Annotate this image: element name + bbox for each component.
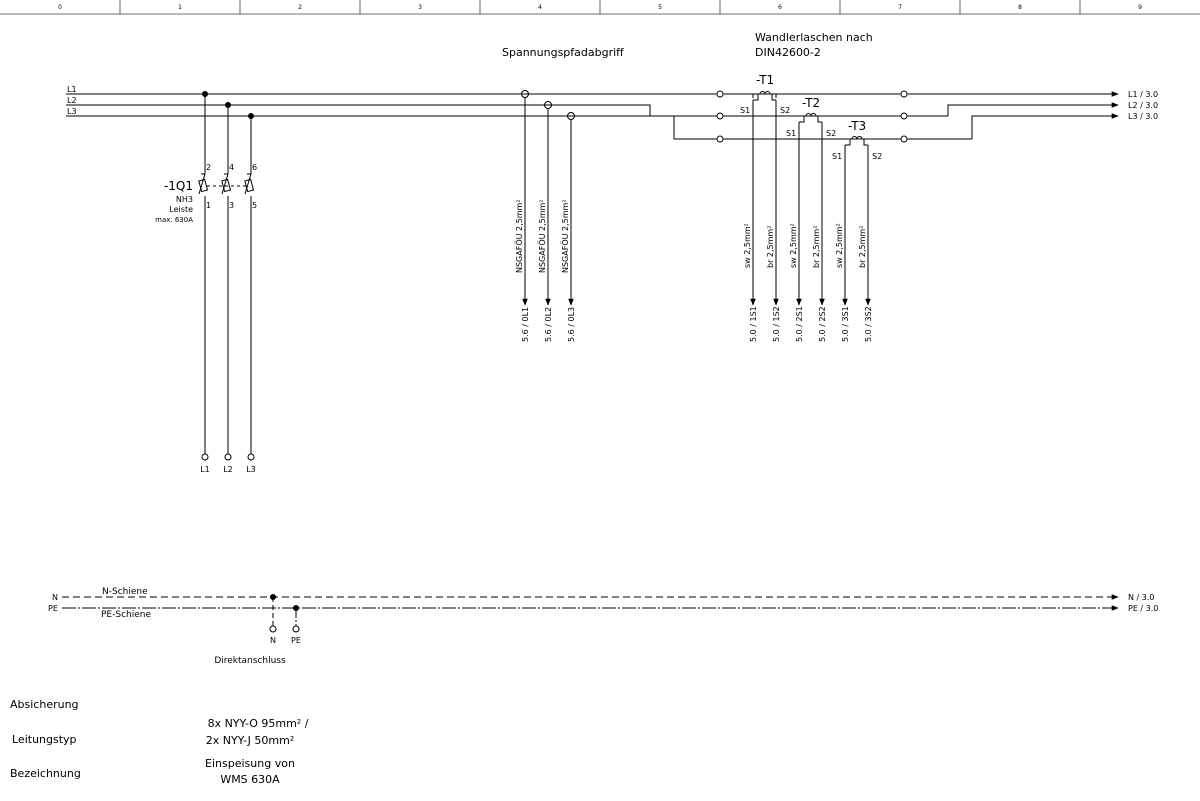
ct-id-t1: -T1 <box>756 73 774 87</box>
busbar-label-l3: L3 <box>67 107 77 116</box>
busbar-label-l2: L2 <box>67 96 77 105</box>
legend-bezeichnung-label: Bezeichnung <box>10 767 81 780</box>
column-label-2: 2 <box>298 4 302 11</box>
legend-bezeichnung-line2: WMS 630A <box>220 773 280 786</box>
terminal-pe: PE <box>291 636 301 645</box>
column-label-9: 9 <box>1138 4 1142 11</box>
column-label-5: 5 <box>658 4 662 11</box>
rail-n-ref: N / 3.0 <box>1128 593 1155 602</box>
direct-connection-label: Direktanschluss <box>214 656 286 666</box>
breaker-kind: Leiste <box>169 205 193 214</box>
ct-t1-s2: S2 <box>780 106 790 115</box>
breaker-out-l3: L3 <box>246 465 256 474</box>
voltage-tap-ref-2: 5.6 / 0L2 <box>544 307 553 342</box>
busbar-terminals <box>716 90 908 143</box>
voltage-tap-wires <box>521 90 575 306</box>
ct-cable-2s2: br 2,5mm² <box>812 226 821 268</box>
ct-cable-1s1: sw 2,5mm² <box>743 223 752 268</box>
rail-pe-ref: PE / 3.0 <box>1128 604 1158 613</box>
ct-ref-3s1: 5.0 / 3S1 <box>841 306 850 342</box>
legend-absicherung-label: Absicherung <box>10 698 79 711</box>
ct-ref-1s1: 5.0 / 1S1 <box>749 306 758 342</box>
breaker-1q1 <box>198 91 255 461</box>
ct-ref-2s2: 5.0 / 2S2 <box>818 306 827 342</box>
column-label-4: 4 <box>538 4 542 11</box>
breaker-out-l2: L2 <box>223 465 233 474</box>
legend-bezeichnung-line1: Einspeisung von <box>205 757 295 770</box>
rail-pe-name: PE-Schiene <box>101 610 151 620</box>
breaker-bot-term-1: 1 <box>206 201 211 210</box>
column-label-6: 6 <box>778 4 782 11</box>
ct-t2-s1: S1 <box>786 129 796 138</box>
ct-t3-s1: S1 <box>832 152 842 161</box>
breaker-id: -1Q1 <box>164 179 193 193</box>
ct-id-t2: -T2 <box>802 96 820 110</box>
column-label-3: 3 <box>418 4 422 11</box>
ct-cable-1s2: br 2,5mm² <box>766 226 775 268</box>
breaker-top-term-6: 6 <box>252 163 257 172</box>
breaker-rating: max. 630A <box>155 216 193 224</box>
breaker-top-term-4: 4 <box>229 163 234 172</box>
busbar-ref-l3: L3 / 3.0 <box>1128 112 1158 121</box>
column-label-8: 8 <box>1018 4 1022 11</box>
n-pe-rails <box>62 594 1119 633</box>
ct-t2-s2: S2 <box>826 129 836 138</box>
breaker-type: NH3 <box>176 195 193 204</box>
breaker-bot-term-5: 5 <box>252 201 257 210</box>
ct-t1-s1: S1 <box>740 106 750 115</box>
rail-pe-left: PE <box>48 604 58 613</box>
ct-id-t3: -T3 <box>848 119 866 133</box>
column-label-7: 7 <box>898 4 902 11</box>
ct-ref-1s2: 5.0 / 1S2 <box>772 306 781 342</box>
busbar-label-l1: L1 <box>67 85 77 94</box>
column-label-1: 1 <box>178 4 182 11</box>
ct-ref-2s1: 5.0 / 2S1 <box>795 306 804 342</box>
current-transformers <box>750 91 871 306</box>
column-label-0: 0 <box>58 4 62 11</box>
voltage-tap-cable-3: NSGAFÖU 2,5mm² <box>560 199 570 273</box>
rail-n-left: N <box>52 593 58 602</box>
voltage-tap-title: Spannungspfadabgriff <box>502 46 624 59</box>
voltage-tap-cable-2: NSGAFÖU 2,5mm² <box>537 199 547 273</box>
legend-leitungstyp-line2: 2x NYY-J 50mm² <box>206 734 295 747</box>
busbar-lines <box>66 91 1119 140</box>
ct-cable-3s2: br 2,5mm² <box>858 226 867 268</box>
busbar-ref-l1: L1 / 3.0 <box>1128 90 1158 99</box>
breaker-top-term-2: 2 <box>206 163 211 172</box>
terminal-n: N <box>270 636 276 645</box>
ct-cable-2s1: sw 2,5mm² <box>789 223 798 268</box>
ct-ref-3s2: 5.0 / 3S2 <box>864 306 873 342</box>
breaker-bot-term-3: 3 <box>229 201 234 210</box>
rail-n-name: N-Schiene <box>102 587 148 597</box>
column-ruler <box>0 0 1200 15</box>
ct-t3-s2: S2 <box>872 152 882 161</box>
ct-title-line2: DIN42600-2 <box>755 46 821 59</box>
legend-leitungstyp-label: Leitungstyp <box>12 733 77 746</box>
ct-cable-3s1: sw 2,5mm² <box>835 223 844 268</box>
busbar-ref-l2: L2 / 3.0 <box>1128 101 1158 110</box>
voltage-tap-cable-1: NSGAFÖU 2,5mm² <box>514 199 524 273</box>
legend-leitungstyp-line1: 8x NYY-O 95mm² / <box>208 717 309 730</box>
voltage-tap-ref-3: 5.6 / 0L3 <box>567 307 576 342</box>
voltage-tap-ref-1: 5.6 / 0L1 <box>521 307 530 342</box>
ct-title-line1: Wandlerlaschen nach <box>755 31 873 44</box>
breaker-out-l1: L1 <box>200 465 210 474</box>
